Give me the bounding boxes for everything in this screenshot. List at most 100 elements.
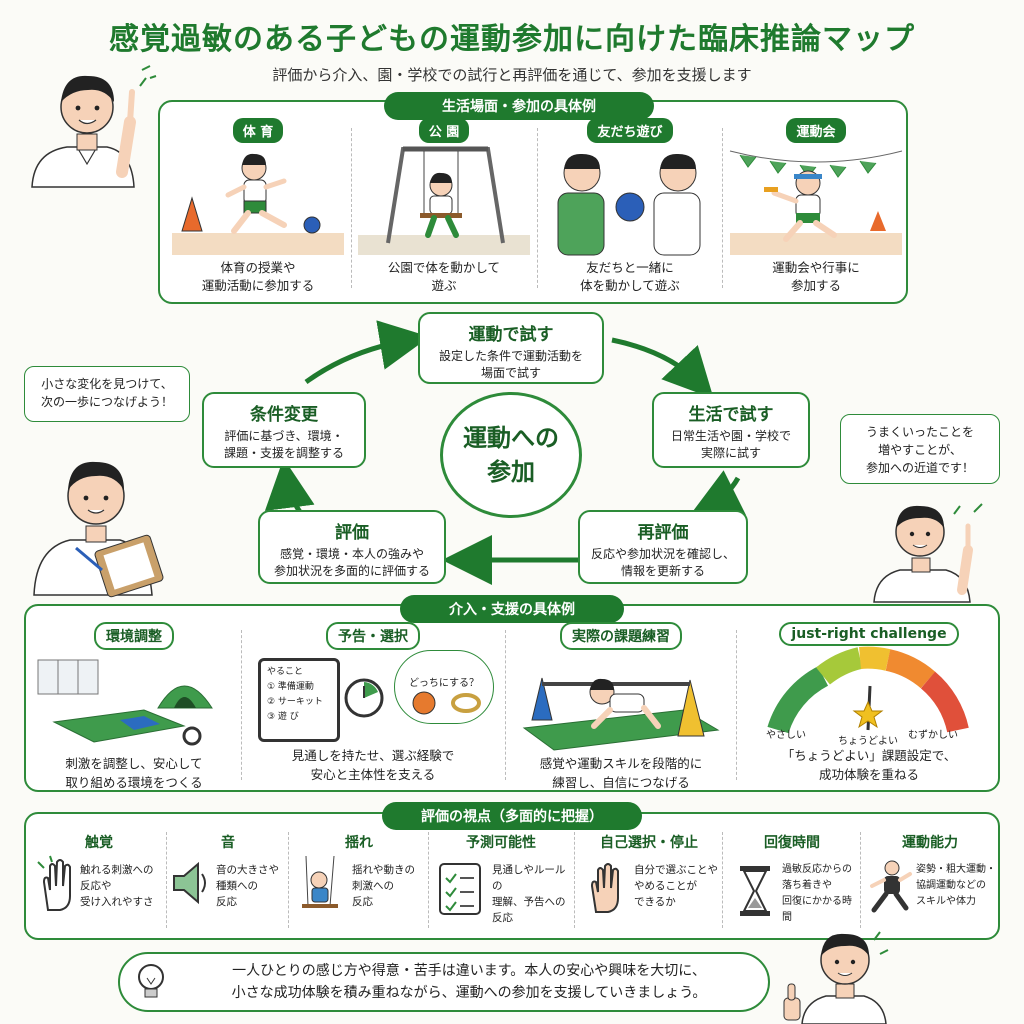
intervention-caption: 見通しを持たせ、選ぶ経験で 安心と主体性を支える (291, 748, 455, 782)
intervention-tag: just-right challenge (779, 622, 959, 646)
speech-bubble-left: 小さな変化を見つけて、 次の一歩につなげよう！ (24, 366, 190, 422)
eval-desc: 触れる刺激への 反応や 受け入れやすさ (80, 864, 154, 908)
eval-touch: 触覚 触れる刺激への 反応や 受け入れやすさ (34, 832, 164, 932)
stop-hand-icon (590, 863, 619, 913)
step-desc: 評価に基づき、環境・ 課題・支援を調整する (223, 429, 344, 460)
intervention-tag: 環境調整 (94, 622, 174, 650)
scene-friends: 友だち遊び 友だちと一緒に 体を動かして遊ぶ (544, 118, 716, 298)
schedule-item: ③ 遊 び (267, 712, 299, 722)
gauge-label-just: ちょうどよい (838, 736, 898, 747)
step-title: 評価 (335, 523, 369, 543)
swing-icon (302, 855, 338, 908)
cycle-step-reeval: 再評価 反応や参加状況を確認し、 情報を更新する (578, 510, 748, 584)
eval-predictability: 予測可能性 見通しやルールの 理解、予告への 反応 (432, 832, 570, 932)
choice-question: どっちにする？ (408, 678, 480, 689)
eval-title: 予測可能性 (466, 835, 536, 851)
eval-desc: 姿勢・粗大運動・ 協調運動などの スキルや体力 (916, 864, 996, 907)
scene-tag: 体 育 (232, 118, 284, 143)
teacher-pointing-illustration (31, 75, 136, 188)
relay-child-illustration (729, 150, 903, 255)
eval-sound: 音 音の大きさや 種類への 反応 (170, 832, 286, 932)
life-scenes-panel (158, 100, 908, 304)
scene-sports-day: 運動会 運動会や行事に 参加する (729, 118, 903, 298)
intervention-label: 介入・支援の具体例 (400, 595, 624, 623)
checklist-icon (439, 863, 481, 915)
cycle-center: 運動への 参加 (440, 392, 582, 518)
page-title: 感覚過敏のある子どもの運動参加に向けた臨床推論マップ (109, 22, 915, 57)
step-desc: 反応や参加状況を確認し、 情報を更新する (590, 547, 735, 578)
divider (241, 630, 242, 780)
intervention-just-right: just-right challenge やさしい ちょうどよい むずかしい 「… (744, 622, 994, 788)
intervention-caption: 「ちょうどよい」課題設定で、 成功体験を重ねる (781, 748, 957, 782)
speaker-icon (173, 861, 206, 905)
cycle-step-try-life: 生活で試す 日常生活や園・学校で 実際に試す (652, 392, 810, 468)
divider (166, 832, 167, 928)
hourglass-icon (740, 866, 770, 916)
step-title: 運動で試す (468, 325, 554, 345)
evaluation-label: 評価の視点（多面的に把握） (382, 802, 642, 830)
footer-message-box (118, 952, 770, 1012)
scene-caption: 体育の授業や 運動活動に参加する (201, 260, 315, 293)
scene-pe: 体 育 体育の授業や 運動活動に参加する (172, 118, 344, 298)
step-title: 生活で試す (688, 405, 774, 425)
step-title: 再評価 (637, 523, 689, 543)
lightbulb-icon (138, 964, 164, 998)
eval-motor: 運動能力 姿勢・粗大運動・ 協調運動などの スキルや体力 (864, 832, 996, 932)
sparkle-icon (139, 65, 157, 87)
scene-tag: 公 園 (418, 118, 470, 143)
divider (574, 832, 575, 928)
eval-title: 音 (221, 835, 235, 851)
scene-park: 公 園 公園で体を動かして 遊ぶ (358, 118, 530, 298)
scene-tag: 運動会 (786, 118, 846, 143)
eval-title: 揺れ (345, 835, 373, 851)
eval-desc: 音の大きさや 種類への 反応 (216, 864, 279, 908)
divider (537, 128, 538, 288)
difficulty-gauge (767, 646, 969, 734)
intervention-caption: 刺激を調整し、安心して 取り組める環境をつくる (65, 756, 203, 790)
divider (722, 128, 723, 288)
intervention-preview-choice: 予告・選択 やること ① 準備運動 ② サーキット ③ 遊 び どっちにする？ … (248, 622, 498, 788)
gauge-label-hard: むずかしい (908, 730, 958, 741)
eval-swing: 揺れ 揺れや動きの 刺激への 反応 (292, 832, 426, 932)
eval-choice-stop: 自己選択・停止 自分で選ぶことや やめることが できるか (578, 832, 720, 932)
life-scenes-label: 生活場面・参加の具体例 (384, 92, 654, 120)
eval-desc: 見通しやルールの 理解、予告への 反応 (492, 864, 566, 924)
schedule-board: やること ① 準備運動 ② サーキット ③ 遊 び (258, 658, 340, 742)
step-title: 条件変更 (250, 405, 318, 425)
eval-desc: 過敏反応からの 落ち着きや 回復にかかる時間 (782, 864, 852, 923)
teacher-clipboard-illustration (33, 461, 164, 598)
quiet-tent-illustration (37, 659, 213, 746)
eval-title: 運動能力 (902, 835, 958, 851)
hand-icon (37, 855, 71, 911)
teacher-thumbs-up-illustration (783, 931, 889, 1024)
step-desc: 設定した条件で運動活動を 場面で試す (438, 349, 583, 380)
divider (722, 832, 723, 928)
swing-child-illustration (358, 146, 530, 255)
eval-title: 回復時間 (764, 835, 820, 851)
step-desc: 日常生活や園・学校で 実際に試す (670, 429, 791, 460)
ball-ring-choice-icon (412, 691, 481, 715)
eval-title: 触覚 (85, 835, 113, 851)
cycle-step-try-motor: 運動で試す 設定した条件で運動活動を 場面で試す (418, 312, 604, 384)
intervention-tag: 実際の課題練習 (560, 622, 682, 650)
intervention-environment: 環境調整 刺激を調整し、安心して 取り組める環境をつくる (34, 622, 234, 790)
divider (428, 832, 429, 928)
divider (288, 832, 289, 928)
schedule-head: やること (267, 667, 304, 677)
scene-caption: 運動会や行事に 参加する (772, 260, 860, 293)
scene-tag: 友だち遊び (587, 118, 673, 143)
choice-bubble: どっちにする？ (394, 650, 494, 724)
cycle-step-eval: 評価 感覚・環境・本人の強みや 参加状況を多面的に評価する (258, 510, 446, 584)
clock-icon (344, 678, 384, 718)
teacher-pointing-right-illustration (873, 503, 983, 603)
intervention-task-practice: 実際の課題練習 感覚や運動スキルを段階的に 練習し、自信につなげる (514, 622, 728, 790)
speech-bubble-right: うまくいったことを 増やすことが、 参加への近道です！ (840, 414, 1000, 484)
divider (351, 128, 352, 288)
eval-recovery: 回復時間 過敏反応からの 落ち着きや 回復にかかる時間 (726, 832, 858, 932)
crawling-child-illustration (522, 677, 720, 751)
eval-desc: 自分で選ぶことや やめることが できるか (634, 864, 718, 908)
intervention-tag: 予告・選択 (326, 622, 420, 650)
eval-desc: 揺れや動きの 刺激への 反応 (352, 864, 415, 908)
intervention-caption: 感覚や運動スキルを段階的に 練習し、自信につなげる (539, 756, 703, 790)
